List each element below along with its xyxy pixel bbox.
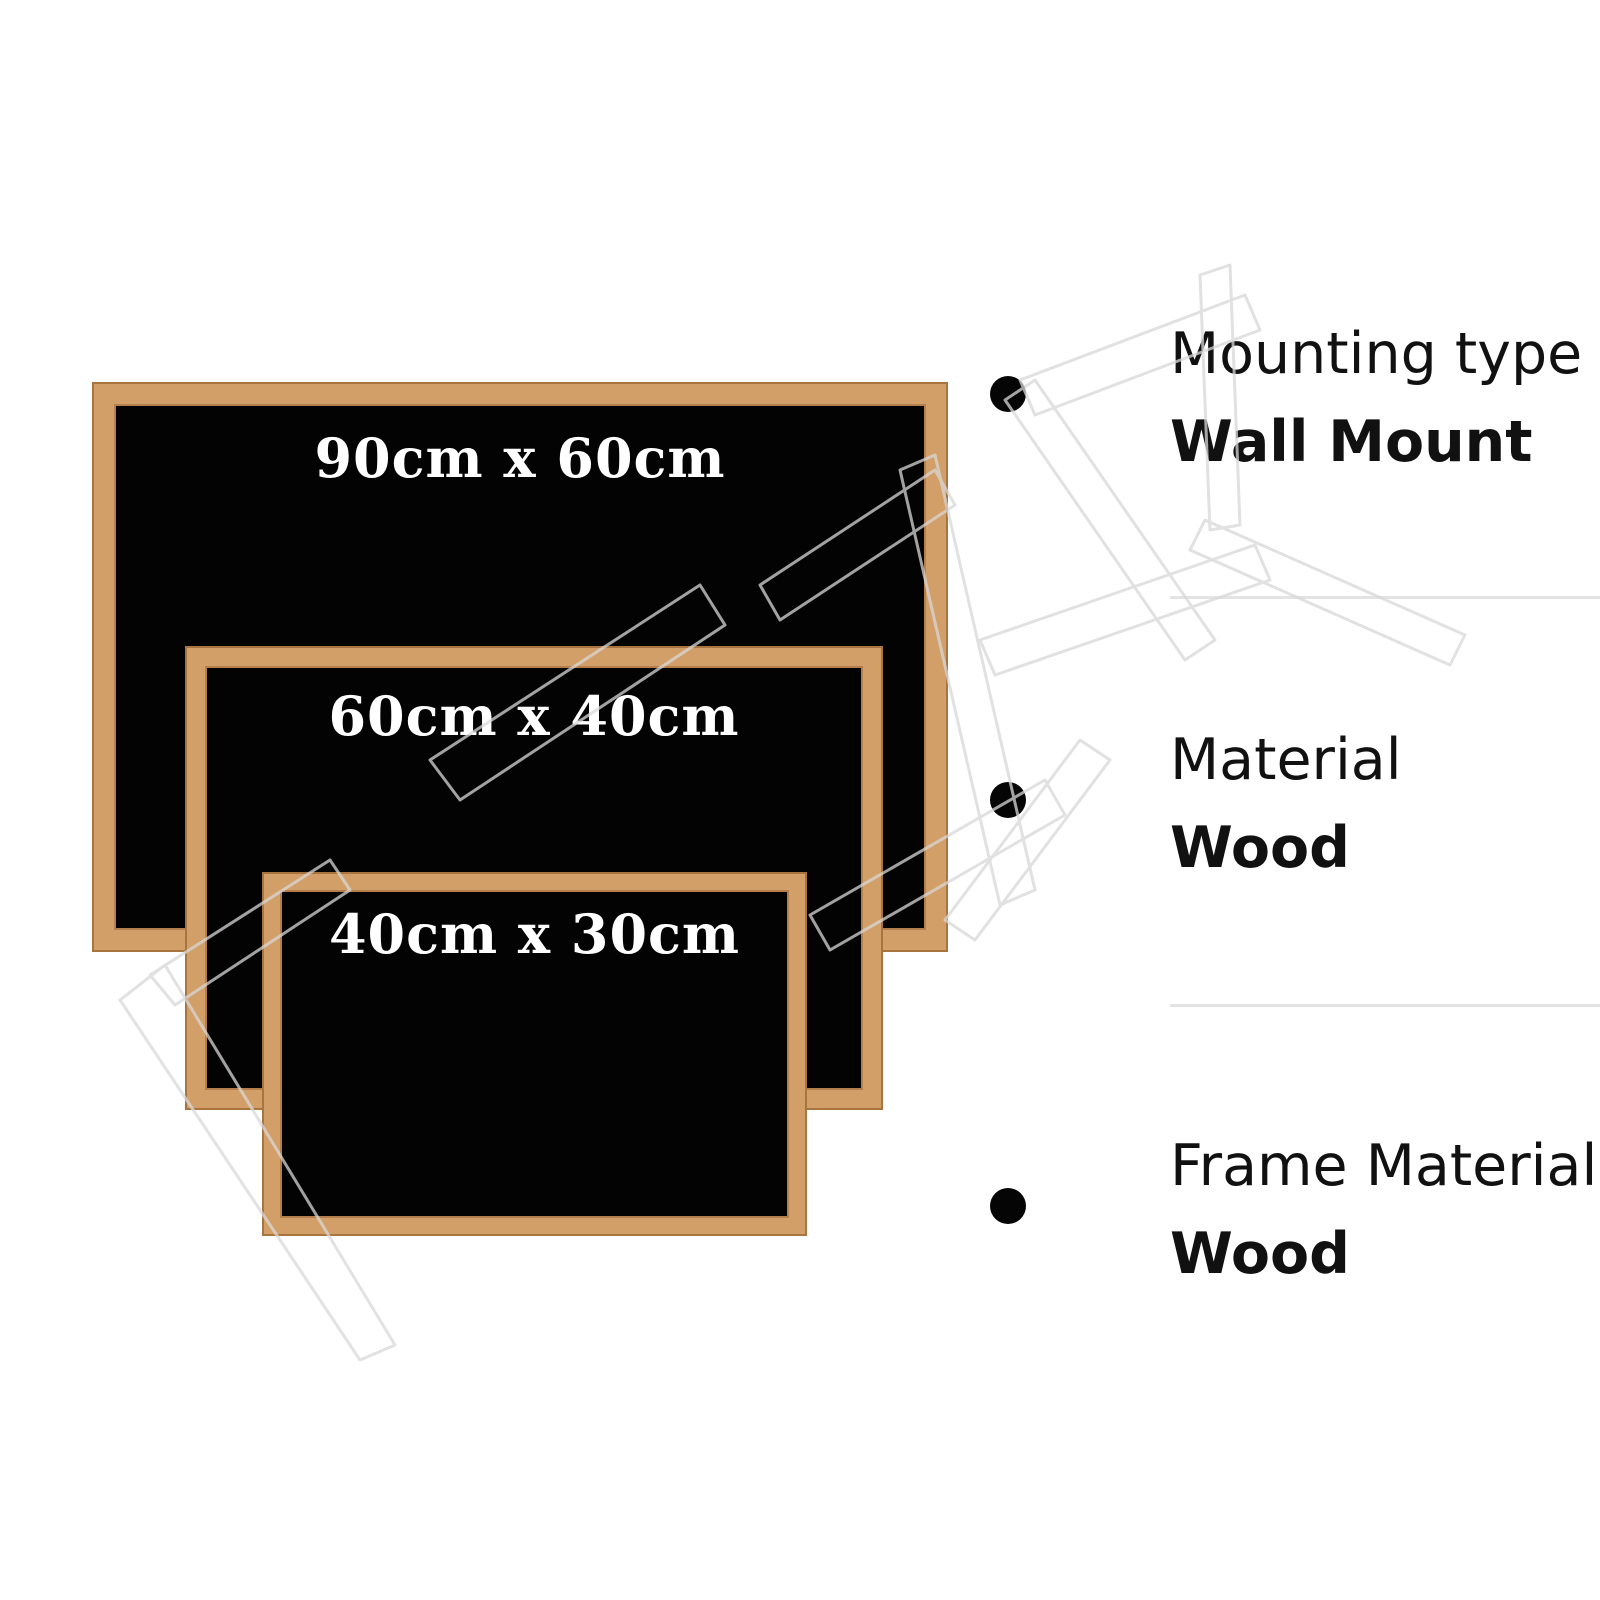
spec-value: Wood — [1170, 1221, 1350, 1287]
bullet-icon — [990, 782, 1026, 818]
spec-value: Wood — [1170, 815, 1350, 881]
spec-label: Material — [1170, 727, 1402, 793]
board-small: 40cm x 30cm — [262, 872, 807, 1236]
spec-label: Frame Material — [1170, 1133, 1598, 1199]
spec-value: Wall Mount — [1170, 409, 1533, 475]
board-size-label: 90cm x 60cm — [314, 426, 726, 490]
divider — [1170, 596, 1600, 599]
spec-material: Material Wood — [1170, 716, 1402, 892]
bullet-icon — [990, 1188, 1026, 1224]
board-size-label: 60cm x 40cm — [328, 684, 740, 748]
spec-mounting-type: Mounting type Wall Mount — [1170, 310, 1582, 486]
board-size-label: 40cm x 30cm — [328, 902, 741, 966]
spec-frame-material: Frame Material Wood — [1170, 1122, 1597, 1298]
divider — [1170, 1004, 1600, 1007]
spec-label: Mounting type — [1170, 321, 1583, 387]
bullet-icon — [990, 376, 1026, 412]
